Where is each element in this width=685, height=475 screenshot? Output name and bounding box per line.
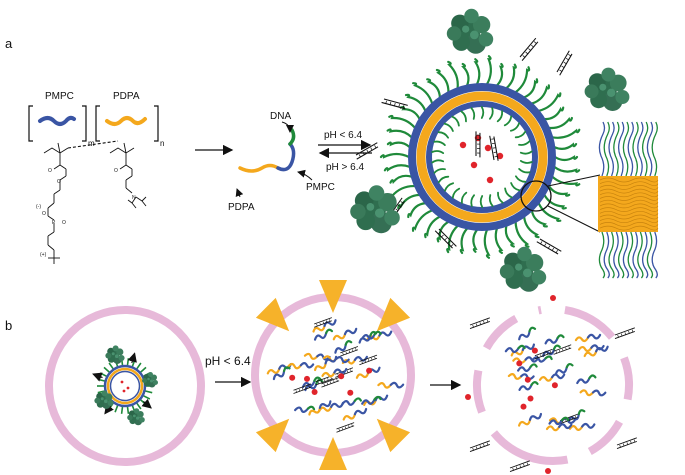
- protein-icon-top: [446, 8, 494, 54]
- pmpc-segment-icon: [38, 115, 76, 126]
- pdpa-label: PDPA: [113, 91, 140, 102]
- atom-minus: (-): [36, 204, 41, 210]
- protein-icon-bottom: [499, 246, 547, 292]
- pdpa-bracket-group: PDPA n: [95, 91, 164, 148]
- pmpc-bracket-group: PMPC m: [28, 91, 95, 148]
- atom-o5: O: [114, 168, 118, 174]
- inner-dna-brush: [431, 106, 533, 208]
- protein-icon-left: [350, 185, 400, 234]
- pmpc-label: PMPC: [45, 91, 74, 102]
- ph-low-label: pH < 6.4: [324, 130, 363, 141]
- chemical-structure: [43, 140, 147, 264]
- pmpc-strand-label: PMPC: [306, 182, 335, 193]
- atom-o4: O: [62, 220, 66, 226]
- pdpa-segment-icon: [105, 116, 147, 126]
- ph-equilibrium: pH < 6.4 pH > 6.4: [318, 130, 372, 173]
- panel-letter-a: a: [5, 36, 13, 51]
- cell-with-polymersome: [45, 306, 205, 466]
- atom-o2: O: [57, 179, 61, 185]
- atom-p: P: [52, 220, 56, 226]
- membrane-cross-section: [598, 121, 659, 279]
- dna-label: DNA: [270, 111, 291, 122]
- outer-dna-brush: [379, 55, 581, 259]
- chemical-atom-labels: O O (-) O P O (+) O N: [36, 168, 136, 258]
- ph-high-label: pH > 6.4: [326, 162, 365, 173]
- ph-low-label-b: pH < 6.4: [205, 354, 251, 368]
- atom-o1: O: [48, 168, 52, 174]
- panel-letter-b: b: [5, 318, 12, 333]
- atom-n: N: [132, 195, 136, 201]
- polymersome-a: [350, 8, 630, 292]
- protein-icon-right: [584, 67, 630, 111]
- copolymer-strand: DNA PDPA PMPC: [228, 111, 335, 213]
- atom-plus: (+): [40, 252, 47, 258]
- subscript-n: n: [160, 139, 164, 148]
- cell-ruptured: [465, 295, 638, 474]
- atom-o3: O: [42, 211, 46, 217]
- cell-burst: [251, 280, 415, 470]
- pdpa-strand-label: PDPA: [228, 202, 255, 213]
- zoom-circle: [520, 180, 552, 212]
- burst-arrows: [255, 280, 411, 470]
- subscript-m: m: [88, 139, 95, 148]
